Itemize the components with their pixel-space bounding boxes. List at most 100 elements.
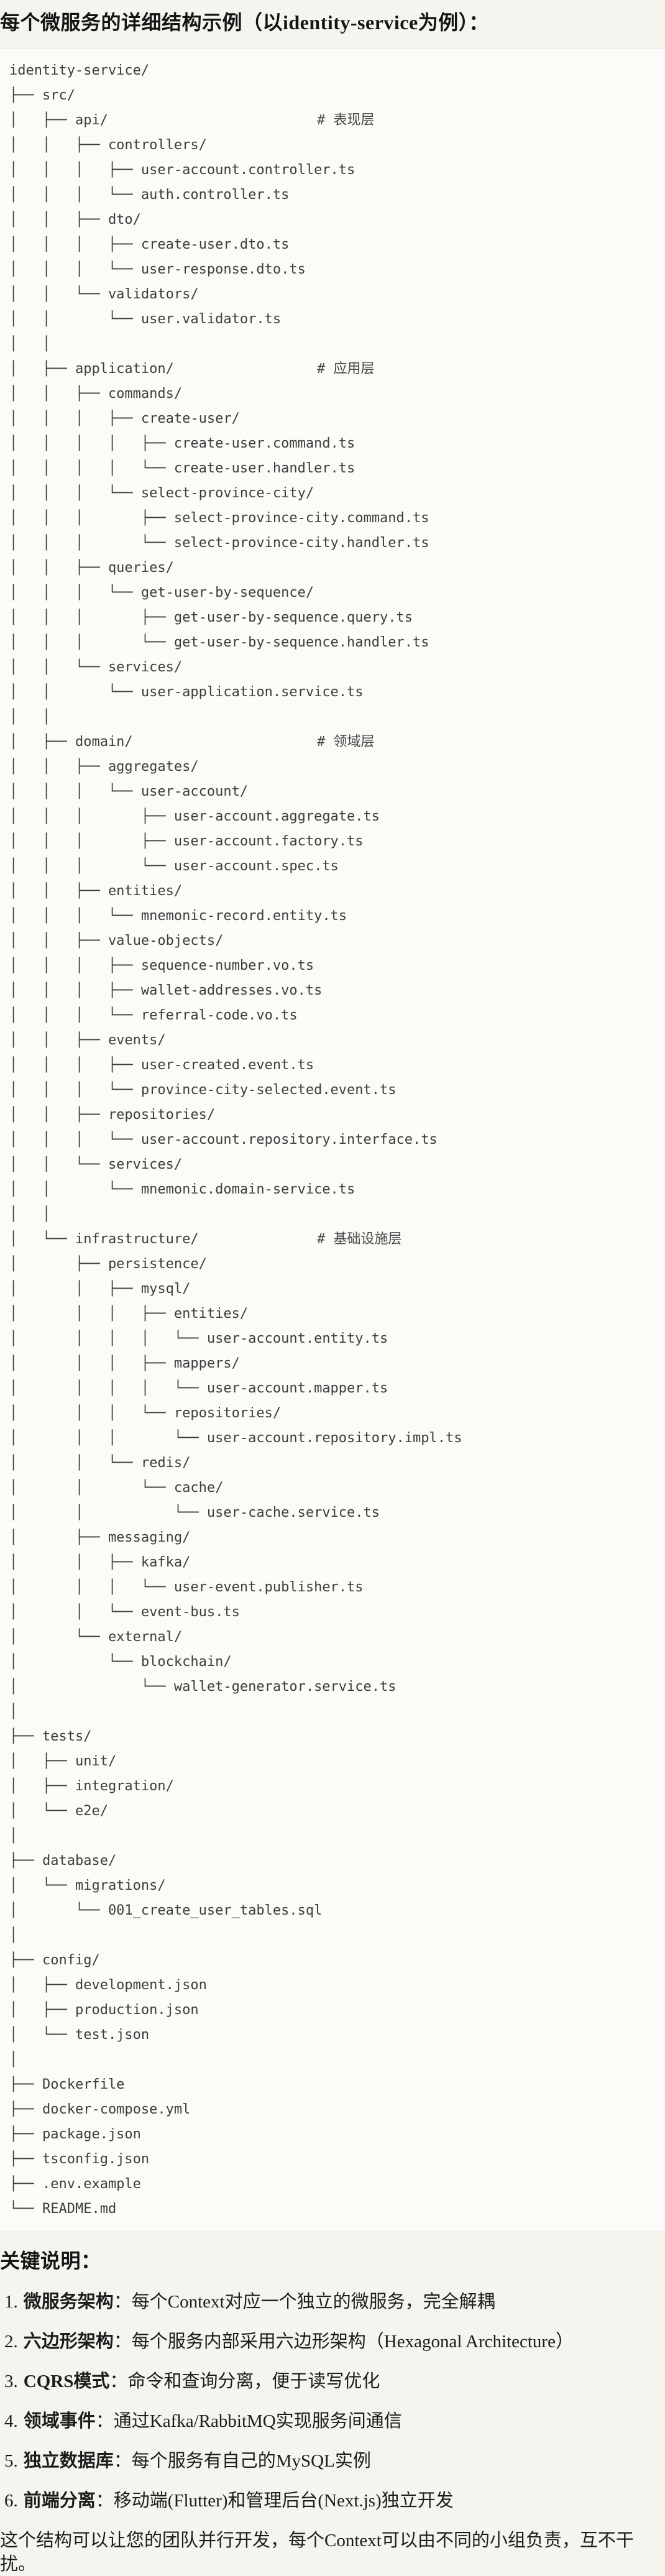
note-label: CQRS模式 (23, 2371, 110, 2391)
tree-line: │ │ │ └── auth.controller.ts (9, 183, 665, 208)
tree-line-text: │ │ └── services/ (9, 1157, 183, 1172)
tree-line-text: │ │ ├── queries/ (9, 560, 174, 576)
note-text: ：通过Kafka/RabbitMQ实现服务间通信 (95, 2411, 402, 2431)
tree-line: │ │ └── user-cache.service.ts (9, 1501, 665, 1525)
tree-line-text: │ (9, 1828, 18, 1844)
note-number: 2. (4, 2332, 18, 2352)
tree-line-text: │ ├── api/ (9, 113, 108, 128)
tree-line: │ │ │ │ └── user-account.entity.ts (9, 1327, 665, 1351)
tree-line: │ │ │ ├── user-account.controller.ts (9, 158, 665, 183)
tree-line: │ ├── production.json (9, 1998, 665, 2023)
tree-line: │ │ │ ├── create-user.dto.ts (9, 232, 665, 257)
tree-line: │ └── test.json (9, 2023, 665, 2048)
tree-line-text: │ │ │ ├── entities/ (9, 1306, 249, 1322)
tree-line-text: │ │ └── user.validator.ts (9, 311, 282, 327)
tree-line-text: │ │ │ ├── get-user-by-sequence.query.ts (9, 610, 413, 625)
tree-line-text: │ ├── development.json (9, 1977, 207, 1993)
tree-line: │ └── blockchain/ (9, 1650, 665, 1675)
tree-line: │ (9, 1700, 665, 1724)
tree-line: │ │ │ ├── user-created.event.ts (9, 1053, 665, 1078)
note-number: 1. (4, 2292, 18, 2312)
tree-line-text: ├── config/ (9, 1953, 100, 1968)
tree-line: │ │ │ └── province-city-selected.event.t… (9, 1078, 665, 1103)
tree-line: │ │ │ └── user-account.repository.impl.t… (9, 1426, 665, 1451)
tree-line-text: │ │ ├── entities/ (9, 883, 183, 899)
tree-line: │ └── infrastructure/# 基础设施层 (9, 1227, 665, 1252)
note-text: ：命令和查询分离，便于读写优化 (109, 2371, 380, 2391)
tree-line: │ │ │ │ ├── create-user.command.ts (9, 431, 665, 456)
tree-line: │ │ │ └── mnemonic-record.entity.ts (9, 904, 665, 929)
tree-line-text: │ └── e2e/ (9, 1803, 108, 1819)
tree-line: │ (9, 1824, 665, 1849)
tree-line-text: │ ├── messaging/ (9, 1530, 191, 1545)
notes-heading: 关键说明： (0, 2250, 101, 2272)
tree-line: │ │ └── services/ (9, 655, 665, 680)
tree-line: │ │ │ ├── user-account.factory.ts (9, 829, 665, 854)
tree-line-text: │ │ └── mnemonic.domain-service.ts (9, 1182, 355, 1197)
tree-line-text: ├── .env.example (9, 2176, 141, 2192)
tree-line-text: │ │ └── validators/ (9, 287, 199, 302)
tree-line: ├── database/ (9, 1849, 665, 1874)
tree-line-text: │ │ │ └── user-response.dto.ts (9, 262, 306, 277)
note-text: ：每个Context对应一个独立的微服务，完全解耦 (113, 2292, 495, 2312)
tree-line-text: │ │ ├── commands/ (9, 386, 183, 402)
tree-line-text: │ │ │ └── referral-code.vo.ts (9, 1008, 298, 1023)
tree-line: │ │ ├── repositories/ (9, 1103, 665, 1128)
tree-line: │ │ │ ├── user-account.aggregate.ts (9, 804, 665, 829)
tree-line-text: │ │ └── event-bus.ts (9, 1604, 240, 1620)
tree-line: │ │ ├── kafka/ (9, 1550, 665, 1575)
tree-line-text: │ (9, 1704, 18, 1719)
tree-line-text: ├── database/ (9, 1853, 117, 1869)
layer-comment: # 领域层 (317, 734, 375, 750)
tree-line-text: │ │ └── user-application.service.ts (9, 684, 364, 700)
tree-line-text: │ (9, 1928, 18, 1943)
tree-line: │ │ │ └── user-account/ (9, 780, 665, 804)
tree-line: ├── .env.example (9, 2172, 665, 2197)
tree-line: │ │ │ └── get-user-by-sequence/ (9, 581, 665, 605)
tree-line: │ ├── application/# 应用层 (9, 357, 665, 382)
tree-line-text: │ └── migrations/ (9, 1878, 166, 1893)
tree-line-text: │ │ │ └── user-event.publisher.ts (9, 1580, 364, 1595)
tree-line-text: │ │ │ └── province-city-selected.event.t… (9, 1082, 397, 1098)
tree-line-text: │ │ │ ├── user-account.aggregate.ts (9, 809, 380, 824)
directory-tree: identity-service/├── src/│ ├── api/# 表现层… (9, 58, 665, 2222)
note-number: 6. (4, 2491, 18, 2511)
note-label: 微服务架构 (23, 2292, 114, 2312)
tree-line-text: │ │ │ ├── user-account.controller.ts (9, 162, 355, 178)
note-item: 5.独立数据库：每个服务有自己的MySQL实例 (0, 2449, 665, 2473)
tree-line: │ ├── messaging/ (9, 1525, 665, 1550)
tree-line: │ │ │ └── user-account.spec.ts (9, 854, 665, 879)
tree-line-text: │ │ │ └── user-account.repository.impl.t… (9, 1430, 462, 1446)
tree-line-text: │ │ │ └── user-account.repository.interf… (9, 1132, 438, 1148)
tree-line: │ │ ├── value-objects/ (9, 929, 665, 954)
note-label: 独立数据库 (23, 2451, 114, 2471)
tree-line-text: ├── tsconfig.json (9, 2151, 150, 2167)
tree-line: │ │ └── redis/ (9, 1451, 665, 1476)
note-number: 5. (4, 2451, 18, 2471)
directory-tree-block: identity-service/├── src/│ ├── api/# 表现层… (0, 48, 665, 2232)
document: 每个微服务的详细结构示例（以identity-service为例）： ident… (0, 12, 665, 2576)
tree-line: ├── docker-compose.yml (9, 2097, 665, 2122)
tree-line: │ ├── integration/ (9, 1774, 665, 1799)
tree-line: │ ├── unit/ (9, 1749, 665, 1774)
note-label: 六边形架构 (23, 2332, 114, 2352)
tree-line: │ │ └── event-bus.ts (9, 1600, 665, 1625)
tree-line: │ └── external/ (9, 1625, 665, 1650)
tree-line: │ │ ├── events/ (9, 1028, 665, 1053)
tree-line-text: │ │ │ └── repositories/ (9, 1405, 282, 1421)
tree-line: │ │ │ └── user-event.publisher.ts (9, 1575, 665, 1600)
tree-line: │ │ │ ├── wallet-addresses.vo.ts (9, 978, 665, 1003)
tree-line-text: │ │ │ ├── create-user/ (9, 411, 240, 426)
tree-line: │ │ │ └── referral-code.vo.ts (9, 1003, 665, 1028)
tree-line-text: │ (9, 2052, 18, 2068)
tree-line-text: ├── docker-compose.yml (9, 2102, 191, 2117)
tree-line: │ │ ├── aggregates/ (9, 755, 665, 780)
layer-comment: # 基础设施层 (317, 1231, 402, 1247)
tree-line: │ │ │ │ └── user-account.mapper.ts (9, 1376, 665, 1401)
tree-line-text: │ └── test.json (9, 2027, 150, 2043)
note-text: ：每个服务有自己的MySQL实例 (113, 2451, 371, 2471)
tree-line-text: │ │ │ └── select-province-city/ (9, 485, 314, 501)
tree-line: │ │ │ ├── create-user/ (9, 407, 665, 431)
tree-line-text: │ │ │ │ └── user-account.entity.ts (9, 1331, 388, 1346)
tree-line: │ │ │ └── user-response.dto.ts (9, 257, 665, 282)
